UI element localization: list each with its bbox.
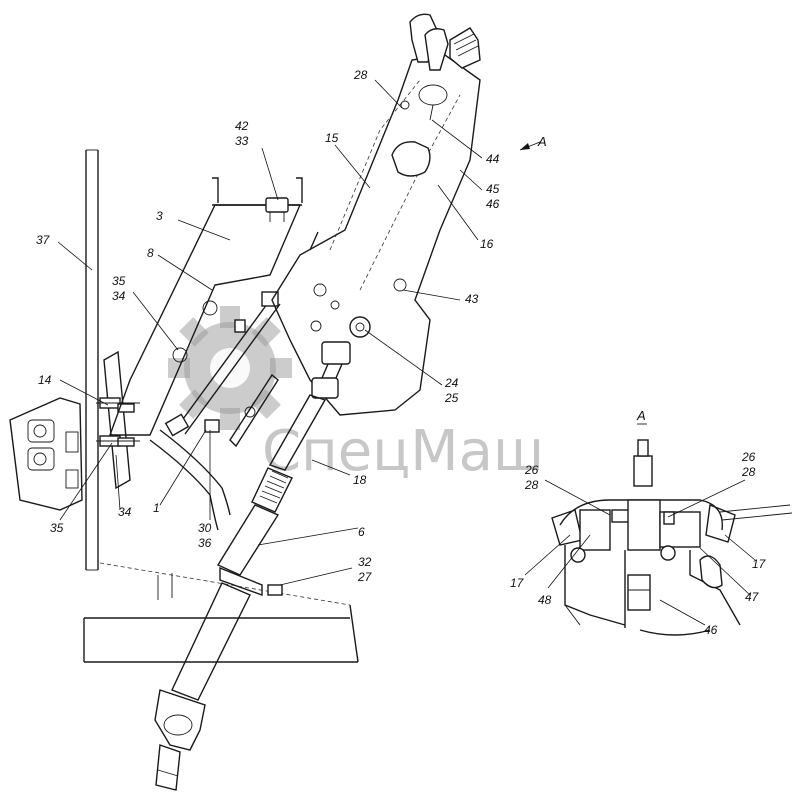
top-controls xyxy=(409,13,481,71)
leader-lines xyxy=(57,79,756,626)
steering-shaft xyxy=(154,394,327,791)
callout-16: 16 xyxy=(480,237,494,251)
callout-43: 43 xyxy=(465,292,479,306)
callout-35: 35 xyxy=(50,521,64,535)
callout-14: 14 xyxy=(38,373,52,387)
hydraulic-block xyxy=(9,397,83,511)
detail-view-title: A xyxy=(636,408,646,423)
callout-3: 3 xyxy=(156,209,163,223)
view-arrow-label: A xyxy=(537,134,547,149)
detail-callout-47: 47 xyxy=(745,590,760,604)
detail-callout-46: 46 xyxy=(704,623,718,637)
callout-6: 6 xyxy=(358,525,365,539)
callout-37: 37 xyxy=(36,233,51,247)
shaft-knurl xyxy=(259,470,289,504)
callout-28: 28 xyxy=(353,68,368,82)
watermark-text: СпецМаш xyxy=(262,419,544,484)
watermark-gear-icon xyxy=(168,306,292,430)
cab-wall xyxy=(85,149,99,571)
callout-15: 15 xyxy=(325,131,339,145)
detail-callout-17-right: 17 xyxy=(752,557,767,571)
cab-floor xyxy=(83,562,359,663)
callout-34: 34 xyxy=(118,505,132,519)
detail-view-a: A xyxy=(551,408,793,636)
view-direction-arrow: A xyxy=(519,134,547,151)
callout-1: 1 xyxy=(153,501,160,515)
detail-callout-17-left: 17 xyxy=(510,576,525,590)
adjustment-lever xyxy=(164,291,281,448)
detail-callout-48: 48 xyxy=(538,593,552,607)
column-housing xyxy=(271,54,481,416)
callout-44: 44 xyxy=(486,152,500,166)
callout-18: 18 xyxy=(353,473,367,487)
universal-joint-upper xyxy=(311,316,371,399)
callout-8: 8 xyxy=(147,246,154,260)
